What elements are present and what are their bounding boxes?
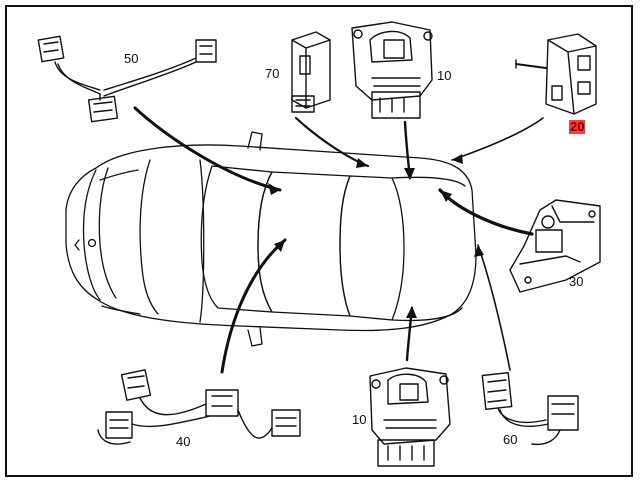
- part-60-wiring-harness: [481, 372, 579, 446]
- callout-70: 70: [265, 66, 280, 81]
- arrow-30: [438, 188, 534, 236]
- callout-20: 20: [569, 119, 586, 134]
- part-50-wiring-harness: [37, 35, 217, 123]
- pointer-arrows: [133, 106, 544, 374]
- part-30-latch: [509, 199, 601, 293]
- harness-connector-right: [195, 39, 217, 63]
- car-body-outline: [65, 144, 477, 332]
- callout-50: 50: [124, 51, 139, 66]
- harness-connector-b: [547, 395, 579, 431]
- arrowheads: [268, 154, 484, 318]
- harness-connector-a: [481, 372, 513, 410]
- part-70-switch: [291, 31, 331, 113]
- emblem: [87, 238, 97, 248]
- windshield: [200, 165, 273, 313]
- callout-10-top: 10: [437, 68, 452, 83]
- harness-connector-top: [120, 369, 152, 401]
- arrow-50: [133, 106, 282, 192]
- rear-window: [339, 175, 405, 321]
- harness-connector-middle: [205, 389, 239, 417]
- arrow-70: [294, 116, 370, 168]
- callout-10-bottom: 10: [352, 412, 367, 427]
- arrow-60: [477, 244, 511, 371]
- harness-connector-lower-right: [271, 409, 301, 437]
- right-mirror: [247, 327, 263, 347]
- callout-40: 40: [176, 434, 191, 449]
- arrow-20: [451, 117, 544, 161]
- part-20-actuator: [515, 33, 597, 115]
- harness-connector-lower-left: [105, 411, 133, 439]
- arrow-40: [220, 238, 287, 374]
- callout-30: 30: [569, 274, 584, 289]
- car-top-view: [65, 131, 477, 347]
- part-10-top-lock: [351, 21, 433, 119]
- harness-connector-left: [37, 35, 65, 63]
- left-mirror: [247, 131, 263, 151]
- diagram-frame: [5, 5, 633, 477]
- harness-connector-bottom: [87, 95, 119, 123]
- part-10-bottom-lock: [369, 367, 451, 467]
- part-40-wiring-harness: [97, 369, 301, 445]
- callout-60: 60: [503, 432, 518, 447]
